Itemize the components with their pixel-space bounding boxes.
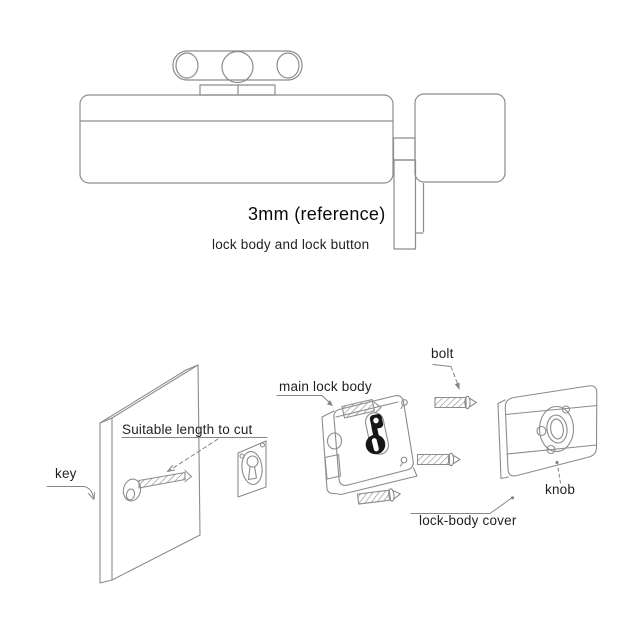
main-lock-body-label: main lock body (279, 379, 372, 394)
latch-bolt (341, 398, 376, 419)
lock-body-cover-leader (410, 496, 515, 514)
main-lock-body-drawing (321, 395, 418, 496)
bolt-drawings (356, 395, 478, 505)
bolt-leader (432, 364, 460, 390)
main-lock-body-leader (276, 395, 333, 406)
inserted-key (365, 414, 386, 455)
lock-body-cover-drawing (497, 385, 598, 480)
knob-leader (555, 460, 561, 484)
bolt-top (434, 395, 478, 410)
side-view-caption: lock body and lock button (212, 237, 370, 252)
screw-holes (399, 399, 408, 467)
key-drawing (122, 469, 193, 502)
bolt-bottom (356, 488, 401, 505)
exploded-view-drawing (46, 364, 598, 584)
escutcheon-plate (237, 440, 267, 498)
lock-button-block (392, 93, 506, 250)
bolt-middle (416, 452, 461, 467)
leader-lines (46, 364, 561, 514)
side-view-drawing (79, 50, 506, 250)
lock-body-side (79, 94, 394, 184)
door-panel (99, 364, 201, 584)
lock-button-knob (172, 50, 303, 96)
knob-label: knob (545, 482, 576, 497)
lock-body-cover-label: lock-body cover (419, 513, 517, 528)
suitable-length-label: Suitable length to cut (122, 422, 253, 437)
measurement-label: 3mm (reference) (248, 204, 386, 224)
suitable-length-leader (121, 437, 268, 472)
key-leader (46, 486, 95, 500)
bolt-label: bolt (431, 346, 454, 361)
key-label: key (55, 466, 77, 481)
knob-drawing (536, 405, 575, 455)
